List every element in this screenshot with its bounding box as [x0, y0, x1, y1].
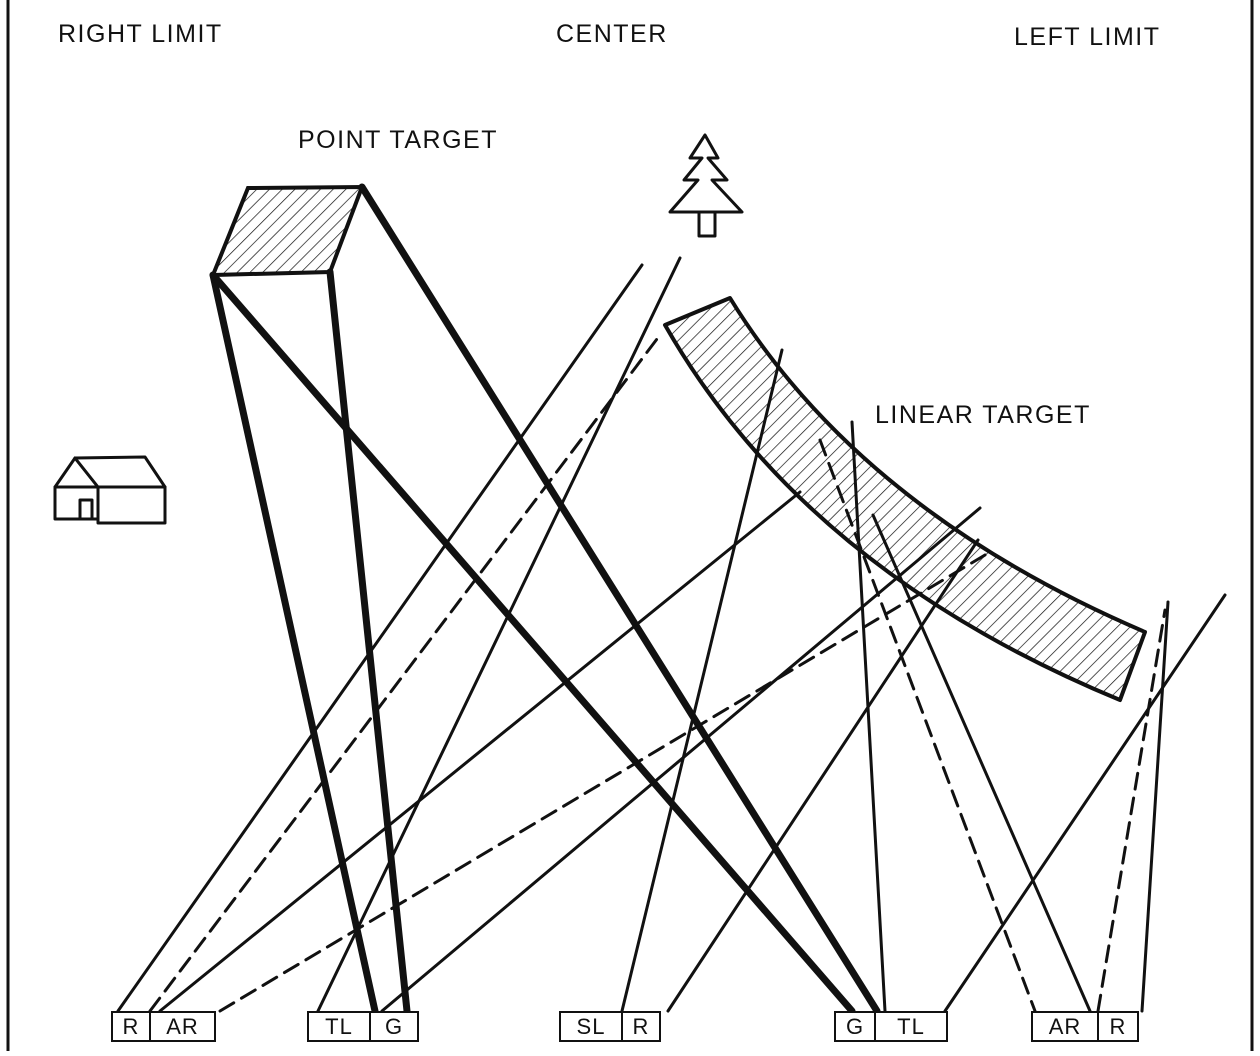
center-label: CENTER [556, 20, 668, 48]
position-box: TL [307, 1011, 371, 1042]
position-box: R [621, 1011, 661, 1042]
right-limit-label: RIGHT LIMIT [58, 20, 223, 48]
position-box: AR [149, 1011, 216, 1042]
point-target-label: POINT TARGET [298, 126, 498, 154]
linear-target-label: LINEAR TARGET [875, 401, 1091, 429]
position-box: G [369, 1011, 419, 1042]
left-limit-label: LEFT LIMIT [1014, 23, 1161, 51]
position-box: R [111, 1011, 151, 1042]
position-box: TL [874, 1011, 948, 1042]
position-box: SL [559, 1011, 623, 1042]
house-icon [53, 455, 167, 525]
linear-target-band [663, 296, 1147, 702]
position-box: R [1097, 1011, 1139, 1042]
position-box: G [834, 1011, 876, 1042]
point-target-block [210, 184, 365, 278]
position-box: AR [1031, 1011, 1099, 1042]
tree-icon [668, 133, 744, 238]
fire-lines [116, 183, 1227, 1015]
